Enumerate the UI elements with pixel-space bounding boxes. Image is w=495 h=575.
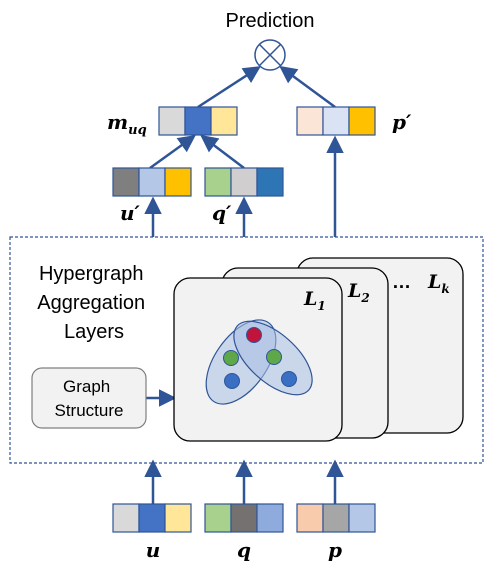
q-cell-2: [230, 503, 258, 533]
label-u-prime: u′: [120, 201, 141, 225]
vector-q-prime: [204, 167, 284, 197]
label-p: p: [328, 538, 342, 562]
label-p-prime: p′: [392, 110, 412, 134]
node-blue-left: [224, 373, 240, 389]
p-prime-cell-3: [348, 106, 376, 136]
u-prime-cell-1: [112, 167, 140, 197]
q-prime-cell-3: [256, 167, 284, 197]
prediction-title: Prediction: [226, 10, 315, 32]
label-m-uq: muq: [107, 110, 147, 138]
node-green-left: [223, 350, 239, 366]
vector-p: [296, 503, 376, 533]
p-prime-cell-2: [322, 106, 350, 136]
graph-structure-box: [31, 367, 147, 429]
hypergraph-illustration: [205, 319, 313, 405]
label-q: q: [237, 538, 251, 562]
u-prime-cell-2: [138, 167, 166, 197]
q-cell-3: [256, 503, 284, 533]
m-uq-cell-1: [158, 106, 186, 136]
q-prime-cell-1: [204, 167, 232, 197]
p-cell-1: [296, 503, 324, 533]
layer-label-1: L1: [303, 288, 326, 313]
vector-p-prime: [296, 106, 376, 136]
u-cell-3: [164, 503, 192, 533]
graph-structure-label: Graph Structure: [55, 377, 124, 420]
node-blue-right: [281, 371, 297, 387]
u-cell-2: [138, 503, 166, 533]
p-cell-3: [348, 503, 376, 533]
p-prime-cell-1: [296, 106, 324, 136]
u-cell-1: [112, 503, 140, 533]
layer-label-k: Lk: [427, 271, 450, 296]
node-red: [246, 327, 262, 343]
hypergraph-module-frame: [9, 236, 484, 464]
p-cell-2: [322, 503, 350, 533]
m-uq-cell-3: [210, 106, 238, 136]
label-u: u: [146, 538, 161, 562]
combine-operator-icon: [254, 39, 286, 71]
m-uq-cell-2: [184, 106, 212, 136]
vector-q: [204, 503, 284, 533]
arrow-uprime-to-muq: [149, 134, 196, 170]
flow-arrows: [144, 65, 344, 504]
vector-m-uq: [158, 106, 238, 136]
hypergraph-label: Hypergraph Aggregation Layers: [37, 263, 150, 343]
arrow-pprime-to-prediction: [279, 65, 336, 109]
layer-label-2: L2: [347, 280, 370, 305]
vector-u: [112, 503, 192, 533]
layer-label-ellipsis: …: [392, 272, 411, 293]
arrow-qprime-to-muq: [200, 134, 245, 169]
u-prime-cell-3: [164, 167, 192, 197]
arrow-muq-to-prediction: [197, 66, 261, 109]
q-prime-cell-2: [230, 167, 258, 197]
q-cell-1: [204, 503, 232, 533]
node-green-right: [266, 349, 282, 365]
label-q-prime: q′: [212, 201, 232, 225]
vector-u-prime: [112, 167, 192, 197]
